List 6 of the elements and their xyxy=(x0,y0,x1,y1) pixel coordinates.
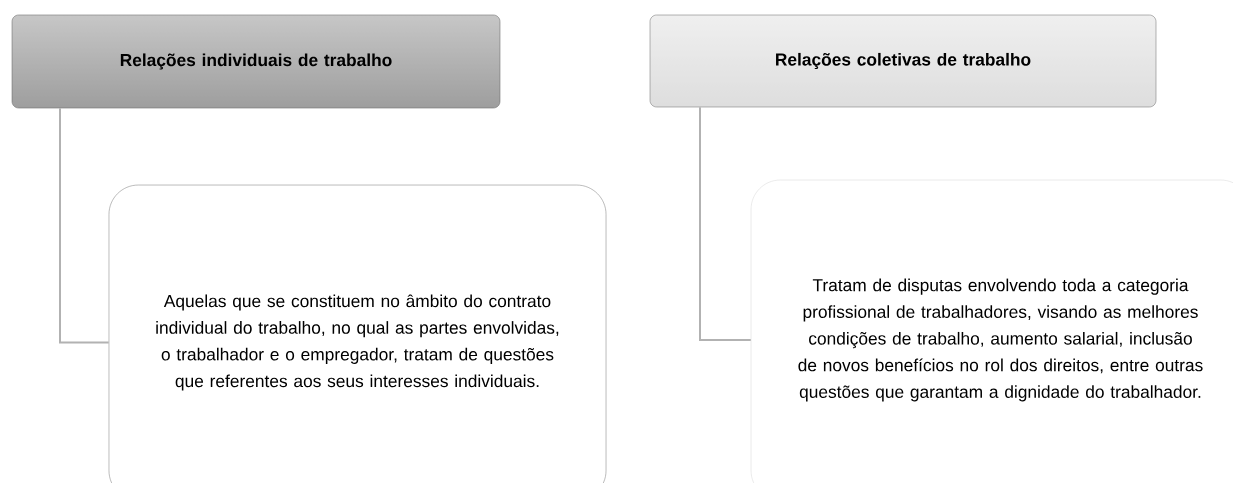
heading-box: Relações individuais de trabalho xyxy=(11,14,501,109)
connector-line xyxy=(699,106,752,341)
description-box: Aquelas que se constituem no âmbito do contrato individual do trabalho, no qual as partes envolvidas, o trabalhador e o empregador, tratam de questões que referentes aos seus interesses individuais. xyxy=(108,184,607,483)
connector-line xyxy=(59,107,110,344)
description-box: Tratam de disputas envolvendo toda a categoria profissional de trabalhadores, visando as melhores condições de trabalho, aumento salarial, inclusão de novos benefícios no rol dos direitos, entre outras questões que garantam a dignidade do trabalhador. xyxy=(750,179,1233,483)
heading-box: Relações coletivas de trabalho xyxy=(649,14,1157,108)
